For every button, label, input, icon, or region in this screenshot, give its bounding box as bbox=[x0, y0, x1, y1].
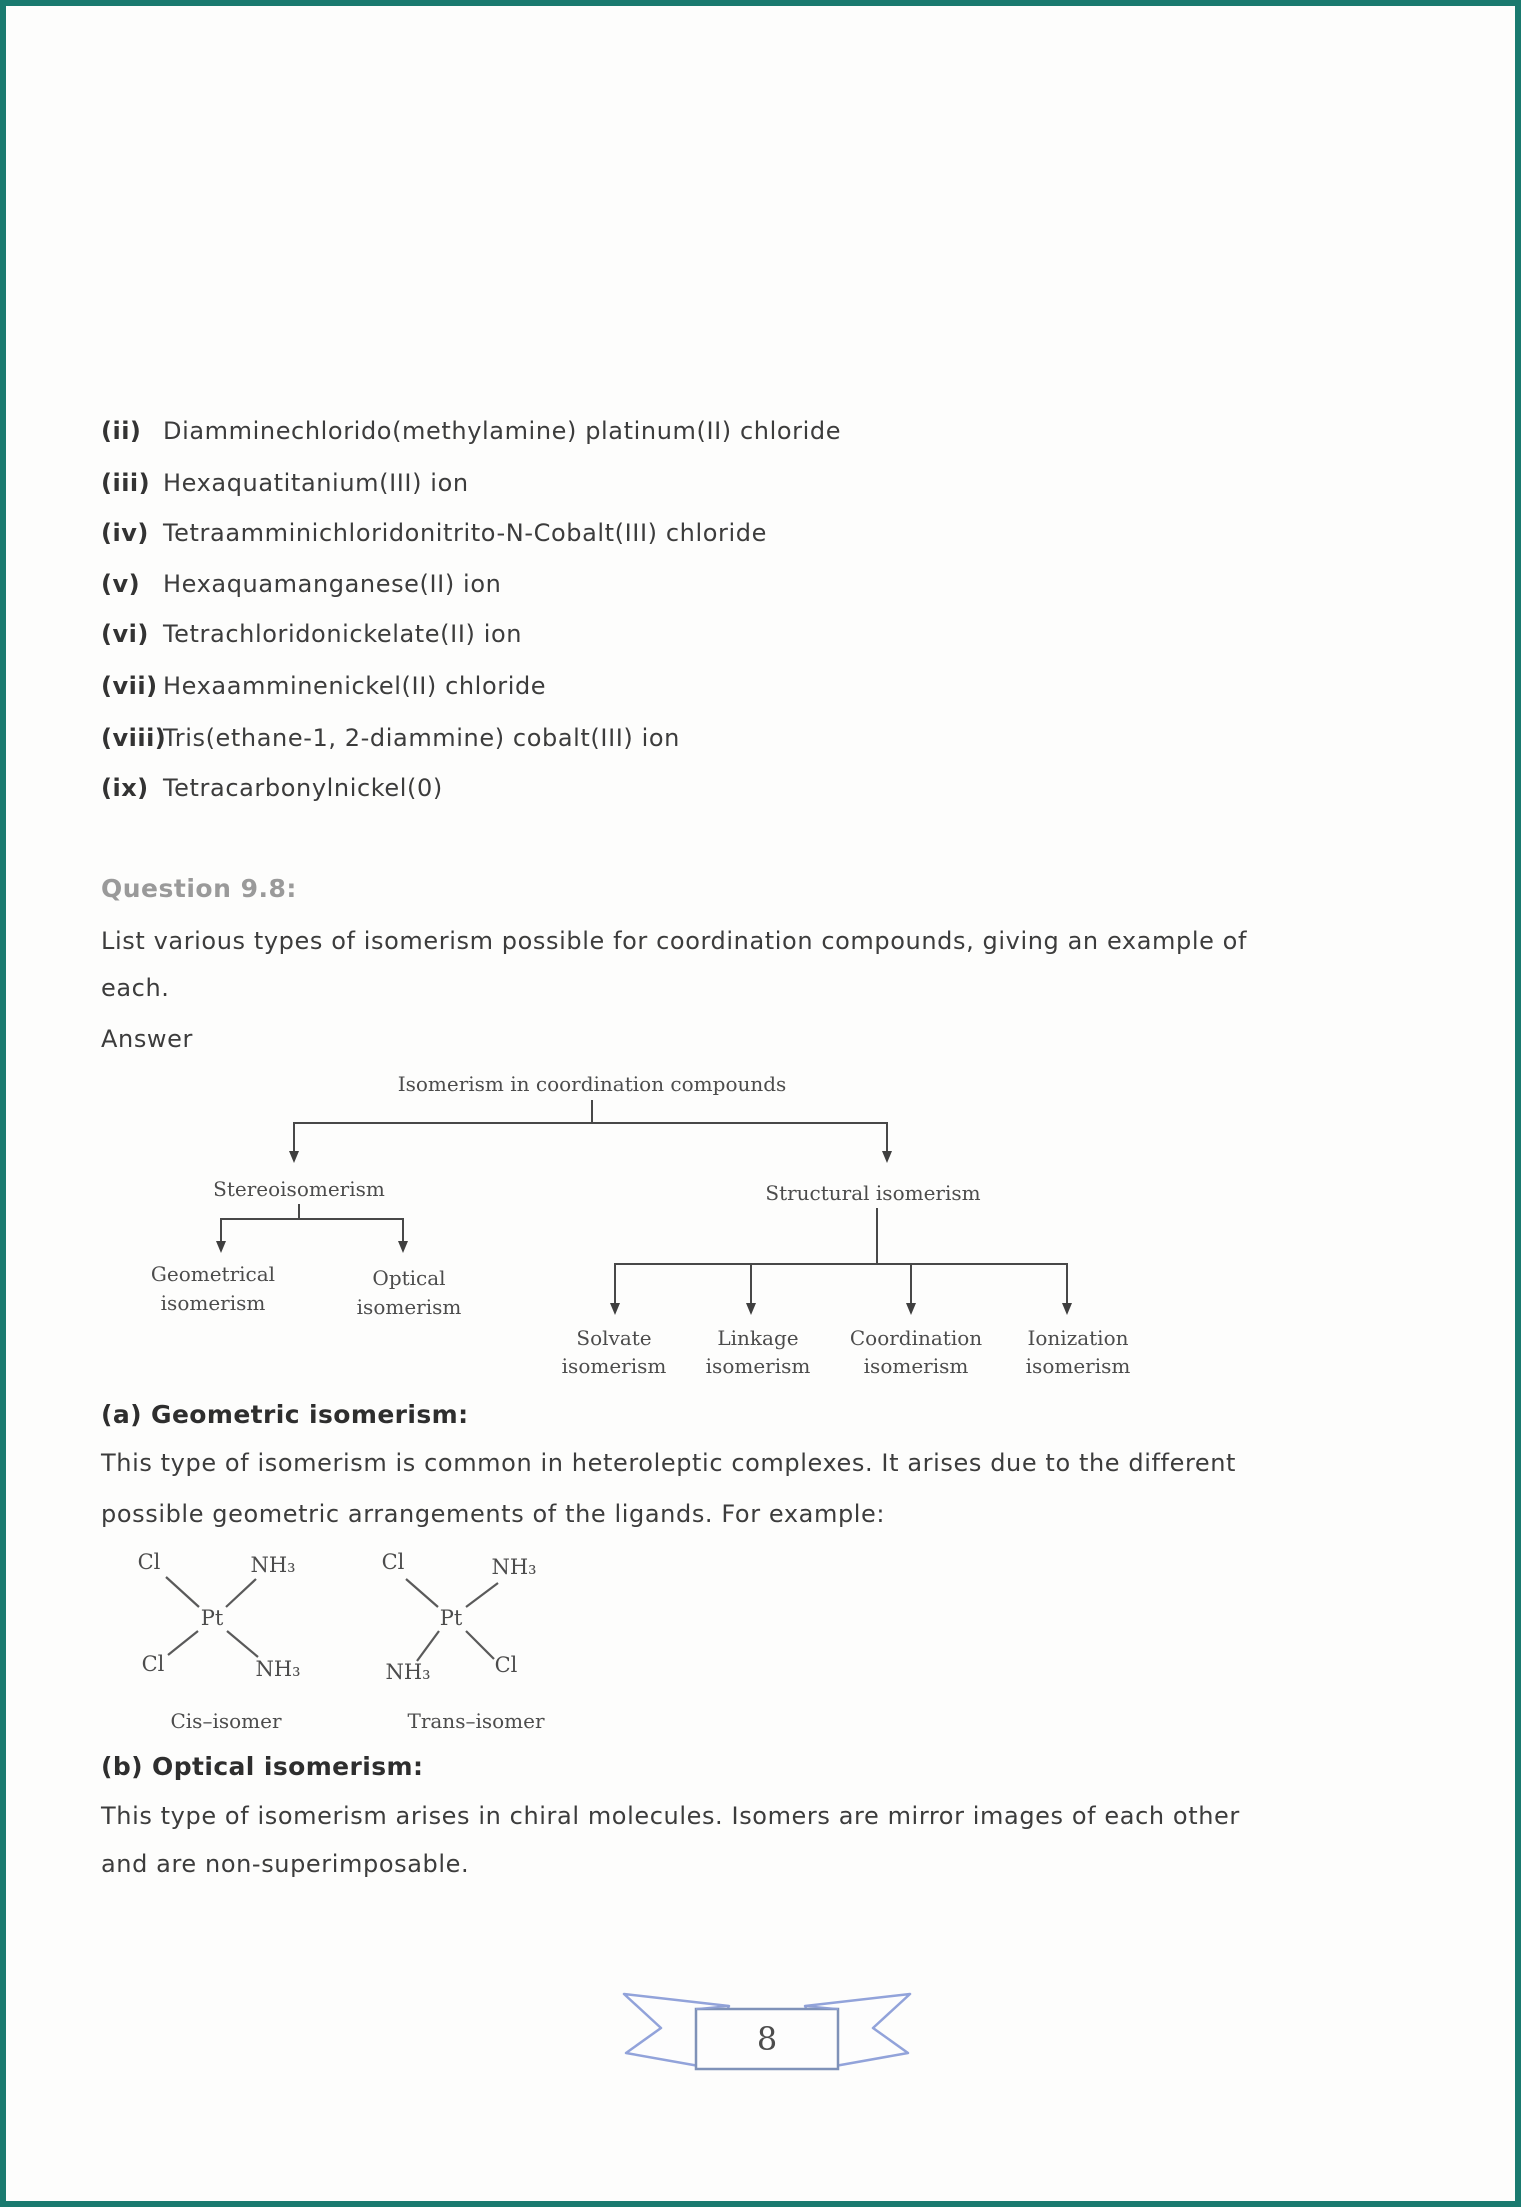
ligand-label: NH₃ bbox=[250, 1553, 295, 1577]
question-text-line: each. bbox=[101, 974, 170, 1002]
cis-caption: Cis–isomer bbox=[170, 1709, 281, 1733]
tree-node-linkage: isomerism bbox=[706, 1354, 811, 1378]
list-item-marker: (iii) bbox=[101, 469, 151, 497]
list-item-marker: (ix) bbox=[101, 774, 149, 802]
question-heading: Question 9.8: bbox=[101, 874, 297, 903]
list-item-text: Tris(ethane-1, 2-diammine) cobalt(III) i… bbox=[163, 724, 680, 752]
ribbon-fold-line bbox=[804, 2005, 839, 2010]
ligand-label: NH₃ bbox=[491, 1555, 536, 1579]
section-a-text-line: possible geometric arrangements of the l… bbox=[101, 1500, 886, 1528]
page-number-ribbon: 8 bbox=[622, 1992, 912, 2071]
metal-label: Pt bbox=[201, 1606, 224, 1630]
ligand-label: NH₃ bbox=[255, 1657, 300, 1681]
tree-node-solvate: isomerism bbox=[562, 1354, 667, 1378]
tree-node-ionization: isomerism bbox=[1026, 1354, 1131, 1378]
tree-node-coordination: isomerism bbox=[864, 1354, 969, 1378]
trans-structure: Cl NH₃ Pt NH₃ Cl Trans–isomer bbox=[382, 1550, 545, 1733]
ligand-label: Cl bbox=[382, 1550, 405, 1574]
ligand-label: Cl bbox=[138, 1550, 161, 1574]
list-item-text: Tetracarbonylnickel(0) bbox=[163, 774, 443, 802]
list-item-text: Tetraamminichloridonitrito-N-Cobalt(III)… bbox=[163, 519, 767, 547]
tree-node-geometrical: isomerism bbox=[161, 1291, 266, 1315]
list-item-text: Hexaquatitanium(III) ion bbox=[163, 469, 469, 497]
list-item-marker: (viii) bbox=[101, 724, 167, 752]
list-item-marker: (vi) bbox=[101, 620, 149, 648]
tree-node-root: Isomerism in coordination compounds bbox=[398, 1072, 787, 1096]
tree-labels: Isomerism in coordination compounds Ster… bbox=[151, 1072, 1130, 1378]
tree-node-ionization: Ionization bbox=[1027, 1326, 1128, 1350]
tree-node-optical: Optical bbox=[372, 1266, 445, 1290]
metal-label: Pt bbox=[440, 1606, 463, 1630]
list-item-text: Hexaamminenickel(II) chloride bbox=[163, 672, 547, 700]
list-item-text: Tetrachloridonickelate(II) ion bbox=[163, 620, 523, 648]
cis-trans-structures: Cl NH₃ Pt Cl NH₃ Cis–isomer Cl NH₃ Pt NH… bbox=[138, 1550, 545, 1733]
ligand-label: Cl bbox=[495, 1653, 518, 1677]
tree-node-stereoisomerism: Stereoisomerism bbox=[213, 1177, 385, 1201]
trans-caption: Trans–isomer bbox=[407, 1709, 544, 1733]
tree-connectors bbox=[216, 1100, 1072, 1315]
ligand-label: NH₃ bbox=[385, 1660, 430, 1684]
list-item-marker: (v) bbox=[101, 570, 141, 598]
question-text-line: List various types of isomerism possible… bbox=[101, 927, 1248, 955]
list-item-marker: (ii) bbox=[101, 417, 142, 445]
tree-node-solvate: Solvate bbox=[576, 1326, 651, 1350]
page-number: 8 bbox=[757, 2020, 777, 2058]
list-item-marker: (vii) bbox=[101, 672, 158, 700]
tree-node-linkage: Linkage bbox=[717, 1326, 798, 1350]
list-item-marker: (iv) bbox=[101, 519, 149, 547]
tree-node-structural: Structural isomerism bbox=[765, 1181, 980, 1205]
ribbon-center bbox=[694, 2007, 840, 2071]
section-b-heading: (b) Optical isomerism: bbox=[101, 1752, 424, 1781]
section-b-text-line: This type of isomerism arises in chiral … bbox=[101, 1802, 1240, 1830]
tree-node-geometrical: Geometrical bbox=[151, 1262, 275, 1286]
tree-node-coordination: Coordination bbox=[850, 1326, 982, 1350]
answer-label: Answer bbox=[101, 1025, 193, 1053]
tree-node-optical: isomerism bbox=[357, 1295, 462, 1319]
section-a-text-line: This type of isomerism is common in hete… bbox=[101, 1449, 1237, 1477]
isomerism-tree-diagram: Isomerism in coordination compounds Ster… bbox=[151, 1072, 1130, 1378]
section-b-text-line: and are non-superimposable. bbox=[101, 1850, 470, 1878]
ligand-label: Cl bbox=[142, 1652, 165, 1676]
section-a-heading: (a) Geometric isomerism: bbox=[101, 1400, 469, 1429]
ribbon-fold-line bbox=[695, 2005, 730, 2010]
list-item-text: Diamminechlorido(methylamine) platinum(I… bbox=[163, 417, 842, 445]
cis-structure: Cl NH₃ Pt Cl NH₃ Cis–isomer bbox=[138, 1550, 301, 1733]
list-item-text: Hexaquamanganese(II) ion bbox=[163, 570, 502, 598]
